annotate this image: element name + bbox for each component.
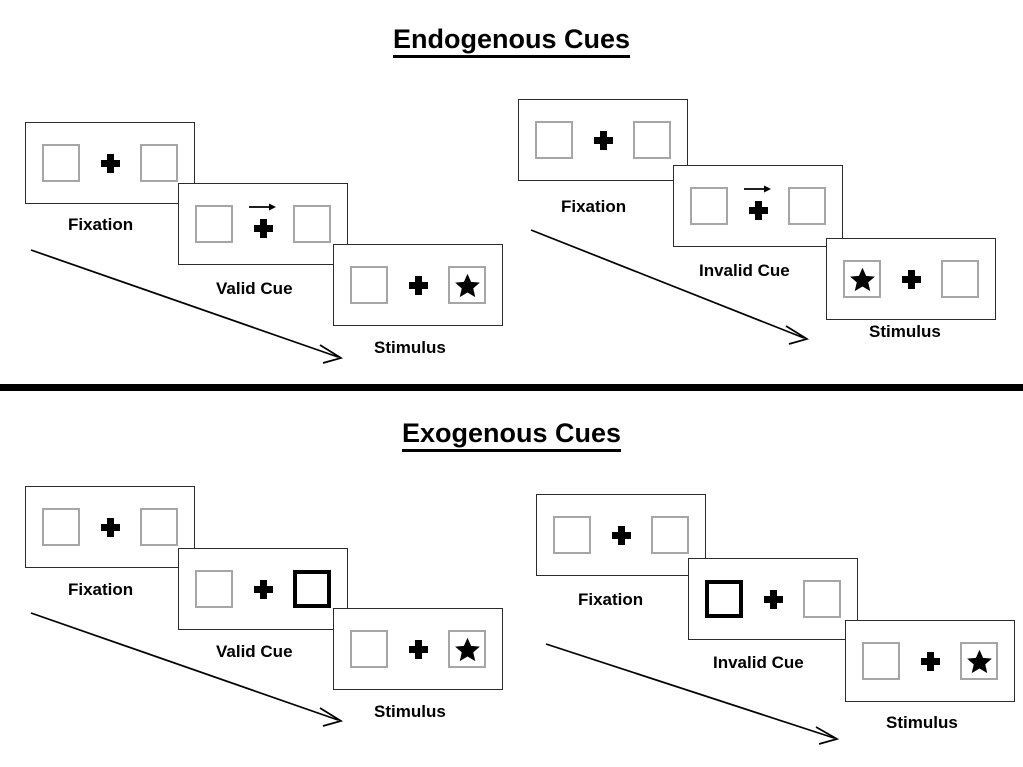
left-placeholder-box: [42, 508, 80, 546]
frame-caption: Stimulus: [374, 338, 446, 357]
fixation-cross-icon: [741, 185, 775, 225]
cue-box-left: [705, 580, 743, 618]
time-progression-arrow-icon: [530, 229, 810, 345]
right-placeholder-box: [633, 121, 671, 159]
fixation-cross-icon: [246, 203, 280, 243]
right-arrow-cue-icon: [744, 185, 771, 193]
left-placeholder-box: [690, 187, 728, 225]
star-icon: [454, 637, 480, 661]
target-box-left: [843, 260, 881, 298]
trial-frame-stimulus: [845, 620, 1015, 702]
left-placeholder-box: [553, 516, 591, 554]
trial-frame-valid-cue: [178, 183, 348, 265]
fixation-cross-icon: [586, 121, 620, 159]
time-progression-arrow-icon: [545, 643, 840, 745]
section-divider: [0, 384, 1023, 391]
left-placeholder-box: [862, 642, 900, 680]
trial-frame-fixation: [518, 99, 688, 181]
right-placeholder-box: [788, 187, 826, 225]
frame-caption: Valid Cue: [216, 279, 293, 298]
star-icon: [966, 649, 992, 673]
target-box-right: [448, 630, 486, 668]
frame-caption: Fixation: [561, 197, 627, 216]
frame-caption: Fixation: [578, 590, 644, 609]
section-title-exogenous: Exogenous Cues: [0, 418, 1023, 452]
left-placeholder-box: [195, 205, 233, 243]
right-placeholder-box: [140, 508, 178, 546]
frame-caption: Fixation: [68, 580, 134, 599]
trial-frame-valid-cue: [178, 548, 348, 630]
fixation-cross-icon: [401, 266, 435, 304]
left-placeholder-box: [350, 266, 388, 304]
target-box-right: [448, 266, 486, 304]
time-progression-arrow-icon: [30, 249, 344, 364]
trial-frame-fixation: [25, 486, 195, 568]
trial-frame-fixation: [25, 122, 195, 204]
fixation-cross-icon: [246, 570, 280, 608]
trial-frame-stimulus: [826, 238, 996, 320]
right-placeholder-box: [140, 144, 178, 182]
trial-frame-fixation: [536, 494, 706, 576]
right-placeholder-box: [651, 516, 689, 554]
left-placeholder-box: [535, 121, 573, 159]
trial-frame-invalid-cue: [688, 558, 858, 640]
right-placeholder-box: [803, 580, 841, 618]
frame-caption: Stimulus: [886, 713, 958, 732]
frame-caption: Stimulus: [374, 702, 446, 721]
fixation-cross-icon: [401, 630, 435, 668]
fixation-cross-icon: [604, 516, 638, 554]
frame-caption: Fixation: [68, 215, 134, 234]
frame-caption: Valid Cue: [216, 642, 293, 661]
trial-frame-stimulus: [333, 244, 503, 326]
right-placeholder-box: [293, 205, 331, 243]
target-box-right: [960, 642, 998, 680]
cue-box-right: [293, 570, 331, 608]
star-icon: [849, 267, 875, 291]
frame-caption: Stimulus: [869, 322, 941, 341]
time-progression-arrow-icon: [30, 612, 344, 727]
left-placeholder-box: [350, 630, 388, 668]
frame-caption: Invalid Cue: [713, 653, 804, 672]
fixation-cross-icon: [894, 260, 928, 298]
left-placeholder-box: [42, 144, 80, 182]
fixation-cross-icon: [93, 508, 127, 546]
section-title-endogenous: Endogenous Cues: [0, 24, 1023, 58]
frame-caption: Invalid Cue: [699, 261, 790, 280]
trial-frame-stimulus: [333, 608, 503, 690]
section-title-endogenous-text: Endogenous Cues: [392, 24, 630, 58]
fixation-cross-icon: [913, 642, 947, 680]
trial-frame-invalid-cue: [673, 165, 843, 247]
star-icon: [454, 273, 480, 297]
right-arrow-cue-icon: [249, 203, 276, 211]
right-placeholder-box: [941, 260, 979, 298]
fixation-cross-icon: [756, 580, 790, 618]
fixation-cross-icon: [93, 144, 127, 182]
section-title-exogenous-text: Exogenous Cues: [401, 418, 622, 452]
left-placeholder-box: [195, 570, 233, 608]
